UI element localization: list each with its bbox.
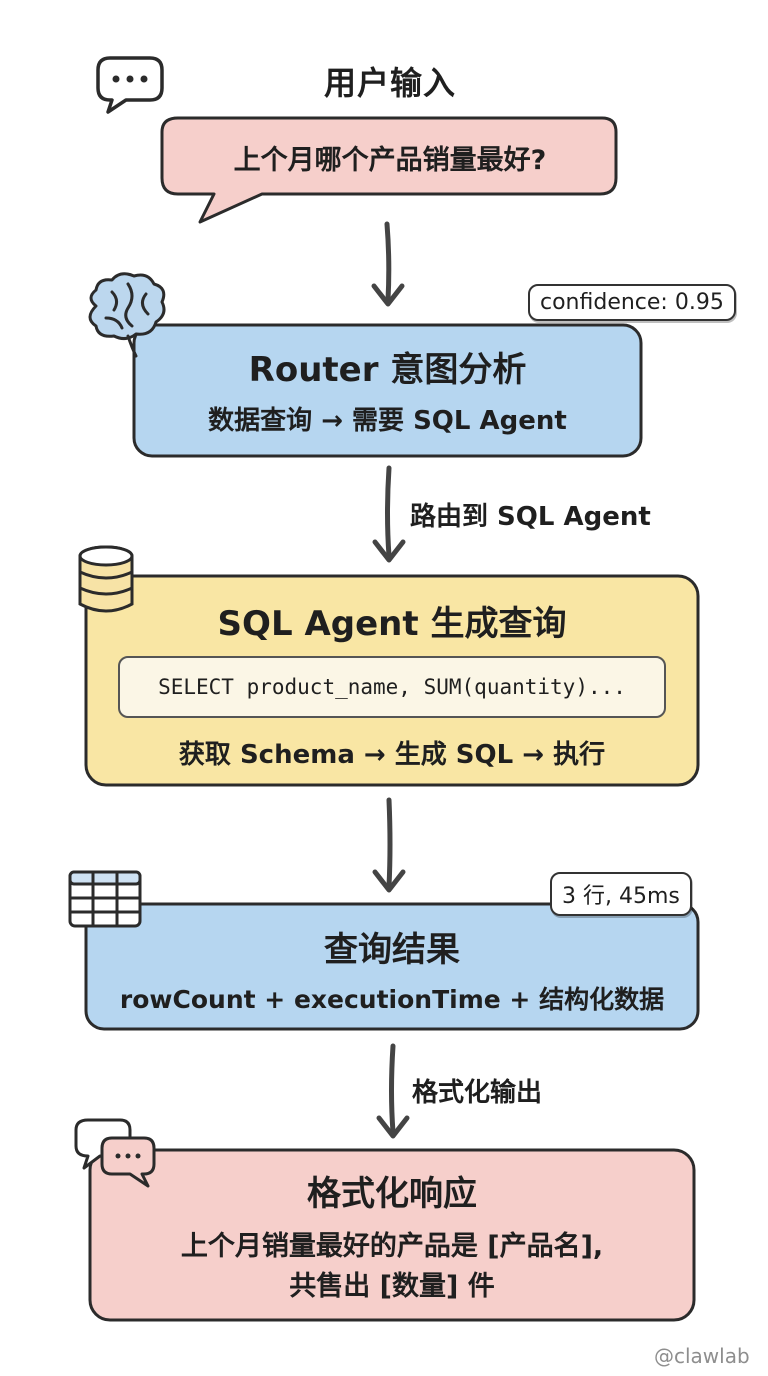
sql-code-block: SELECT product_name, SUM(quantity)... [118,656,666,718]
router-title: Router 意图分析 [248,350,527,390]
chat-bubbles-icon [74,1118,156,1188]
confidence-badge: confidence: 0.95 [528,284,736,321]
result-badge: 3 行, 45ms [550,872,692,916]
arrow-down-icon [372,465,406,563]
arrow-down-icon [376,1043,410,1139]
router-subtitle: 数据查询 → 需要 SQL Agent [208,406,567,436]
chat-bubble-icon [96,56,164,114]
brain-icon [88,272,166,358]
edge-label-format: 格式化输出 [412,1078,543,1108]
database-icon [78,545,134,613]
sql-agent-title: SQL Agent 生成查询 [217,604,567,644]
user-input-title: 用户输入 [323,64,456,102]
result-title: 查询结果 [324,930,460,970]
response-line-2: 共售出 [数量] 件 [289,1271,495,1302]
sql-agent-steps: 获取 Schema → 生成 SQL → 执行 [178,740,606,770]
table-icon [68,870,142,928]
result-box [84,902,700,1031]
arrow-down-icon [371,221,405,307]
user-input-message: 上个月哪个产品销量最好? [233,145,547,176]
watermark: @clawlab [654,1344,750,1368]
response-box [88,1148,696,1322]
router-box [132,323,643,458]
response-title: 格式化响应 [307,1174,477,1214]
response-line-1: 上个月销量最好的产品是 [产品名], [180,1231,604,1262]
user-input-bubble [160,116,618,224]
arrow-down-icon [372,797,406,893]
result-subtitle: rowCount + executionTime + 结构化数据 [119,985,665,1014]
edge-label-route: 路由到 SQL Agent [410,502,651,532]
